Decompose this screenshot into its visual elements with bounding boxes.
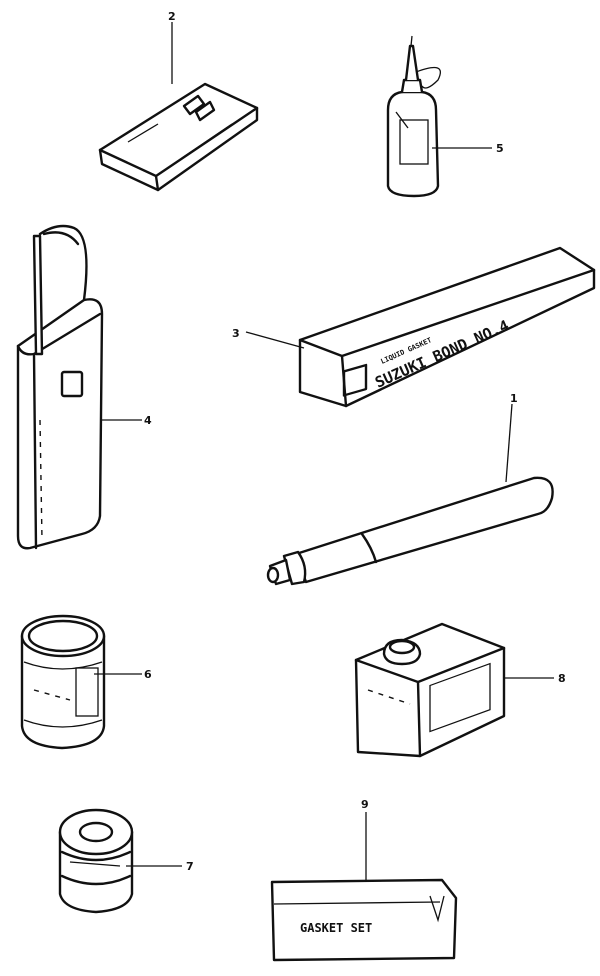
callout-4: 4 xyxy=(144,414,152,427)
part-4-tall-pack xyxy=(16,224,104,550)
part-6-large-can xyxy=(20,614,106,750)
part-3-logo-icon xyxy=(342,363,368,397)
callout-5: 5 xyxy=(496,142,504,155)
part-3-bond-box: SUZUKI BOND NO.4 LIQUID GASKET xyxy=(298,246,596,408)
gasket-set-label: GASKET SET xyxy=(300,921,372,935)
callout-3: 3 xyxy=(232,327,240,340)
part-7-small-can xyxy=(58,808,134,914)
callout-1: 1 xyxy=(510,392,518,405)
part-9-gasket-set: GASKET SET xyxy=(270,878,458,962)
part-2-small-box xyxy=(98,82,259,192)
part-4-logo-icon xyxy=(60,370,84,398)
leader-3 xyxy=(245,331,305,349)
part-2-logo-icon xyxy=(182,94,216,122)
leader-1 xyxy=(505,403,513,483)
part-5-bottle xyxy=(386,35,442,198)
part-1-tube xyxy=(266,476,554,586)
callout-7: 7 xyxy=(186,860,194,873)
callout-2: 2 xyxy=(168,10,176,23)
callout-9: 9 xyxy=(361,798,369,811)
part-8-square-tin xyxy=(354,622,506,758)
callout-6: 6 xyxy=(144,668,152,681)
callout-8: 8 xyxy=(558,672,566,685)
